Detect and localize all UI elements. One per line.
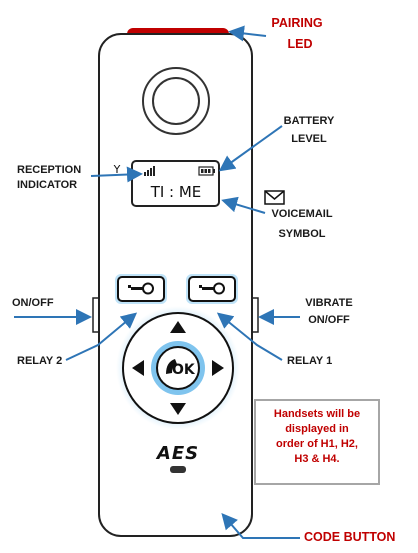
note-line-4: H3 & H4.	[294, 453, 340, 465]
code-button-label: CODE BUTTON	[304, 530, 396, 544]
voicemail-symbol-label-line1: VOICEMAIL	[271, 208, 333, 220]
envelope-icon	[264, 190, 285, 205]
battery-level-arrow	[218, 125, 283, 172]
speaker-grille	[152, 77, 200, 125]
voicemail-symbol-arrow	[221, 196, 266, 214]
code-button-arrow	[221, 512, 300, 539]
ok-button[interactable]	[156, 346, 200, 390]
signal-prefix: Y	[113, 163, 121, 176]
battery-icon	[198, 166, 215, 176]
note-line-1: Handsets will be	[273, 408, 361, 420]
battery-level-label-line1: BATTERY	[283, 115, 335, 127]
battery-level-label-line2: LEVEL	[291, 133, 327, 145]
handset-order-note: Handsets will be displayed in order of H…	[254, 399, 380, 485]
pairing-led-label-line1: PAIRING	[271, 16, 323, 30]
relay-2-button[interactable]	[115, 274, 167, 304]
relay-2-arrow	[65, 312, 138, 361]
pairing-led-label-line2: LED	[287, 37, 313, 51]
note-line-3: order of H1, H2,	[276, 438, 358, 450]
relay-1-arrow	[216, 312, 283, 361]
on-off-label: ON/OFF	[12, 297, 54, 309]
relay-2-label: RELAY 2	[17, 355, 63, 367]
pairing-led-arrow	[228, 25, 267, 42]
note-line-2: displayed in	[285, 423, 349, 435]
reception-indicator-arrow	[90, 166, 143, 183]
vibrate-label-line1: VIBRATE	[305, 297, 353, 309]
brand-logo: AES	[156, 443, 200, 464]
arrow-down-icon[interactable]	[170, 403, 186, 415]
phone-icon	[166, 359, 177, 374]
key-icon	[199, 282, 225, 295]
arrow-right-icon[interactable]	[212, 360, 224, 376]
relay-1-label: RELAY 1	[287, 355, 333, 367]
arrow-up-icon[interactable]	[170, 321, 186, 333]
code-button[interactable]	[170, 466, 186, 473]
screen-text: TI : ME	[150, 183, 202, 201]
reception-indicator-label-line1: RECEPTION	[17, 164, 82, 176]
voicemail-symbol-label-line2: SYMBOL	[278, 228, 326, 240]
signal-icon	[144, 166, 155, 176]
ok-button-label: OK	[172, 362, 196, 378]
relay-1-button[interactable]	[186, 274, 238, 304]
reception-indicator-label-line2: INDICATOR	[17, 179, 78, 191]
vibrate-label-line2: ON/OFF	[308, 314, 350, 326]
key-icon	[128, 282, 154, 295]
arrow-left-icon[interactable]	[132, 360, 144, 376]
